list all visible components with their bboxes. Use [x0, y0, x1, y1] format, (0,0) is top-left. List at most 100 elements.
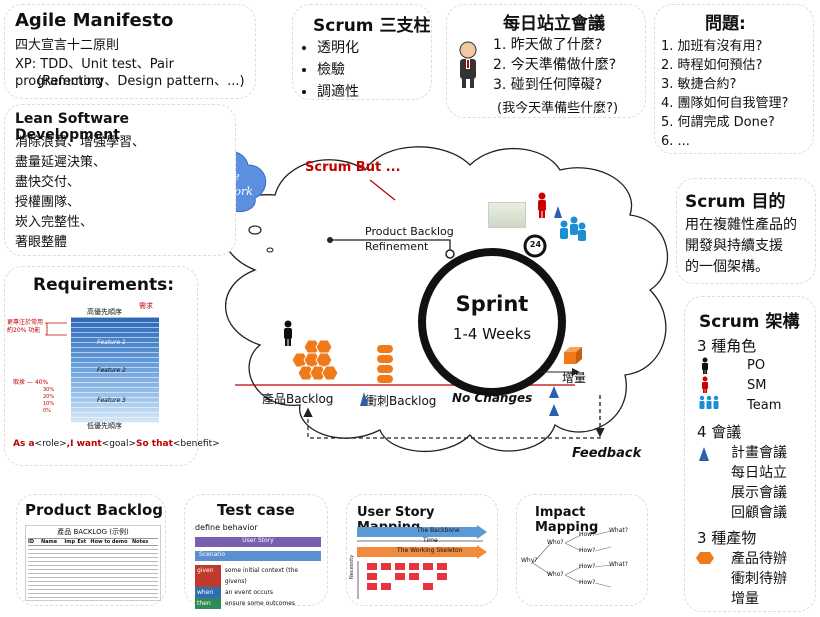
- standup-card: 每日站立會議 1. 昨天做了什麼? 2. 今天準備做什麼? 3. 碰到任何障礙?…: [446, 4, 646, 118]
- backlog-board-thumbnail: [488, 202, 526, 228]
- low-priority-label: 低優先順序: [87, 422, 122, 430]
- tradeoff-note: 取捨 — 40%: [13, 379, 49, 386]
- event-triangle-icons: [549, 386, 559, 416]
- im-what: What?: [609, 561, 628, 568]
- demand-label: 需求: [139, 302, 153, 310]
- agile-manifesto-card: Agile Manifesto 四大宣言十二原則 XP: TDD、Unit te…: [4, 4, 256, 99]
- im-who: Who?: [547, 539, 564, 546]
- testcase-title: Test case: [217, 501, 295, 519]
- im-how: How?: [579, 563, 596, 570]
- events-list: 計畫會議 每日站立 展示會議 回顧會議: [731, 445, 787, 521]
- impact-title: Impact Mapping: [535, 505, 599, 535]
- testcase-subtitle: define behavior: [195, 523, 258, 532]
- structure-title: Scrum 架構: [699, 312, 800, 332]
- question-item: 1. 加班有沒有用?: [661, 39, 763, 54]
- questions-title: 問題:: [705, 14, 746, 34]
- pillars-list: 透明化 檢驗 調適性: [297, 37, 359, 103]
- im-who: Who?: [547, 571, 564, 578]
- lean-card: Lean Software Development 消除浪費、增強學習、 盡量延…: [4, 104, 236, 256]
- question-item: 5. 何謂完成 Done?: [661, 115, 775, 130]
- product-backlog-hexagons: [291, 339, 339, 381]
- event-triangle-icon: [699, 447, 709, 461]
- pillar-item: 透明化: [317, 37, 359, 59]
- no-changes-label: No Changes: [452, 391, 533, 405]
- roles-title: 3 種角色: [697, 337, 757, 355]
- role-team: Team: [747, 398, 782, 413]
- events-title: 4 會議: [697, 423, 742, 441]
- pb-title: Product Backlog: [25, 501, 164, 519]
- lean-item: 盡量延遲決策、: [15, 155, 107, 170]
- purpose-card: Scrum 目的 用在複雜性產品的 開發與持續支援 的一個架構。: [676, 178, 816, 284]
- artifact-hexagon-icon: [696, 552, 714, 564]
- testcase-card: Test case define behavior User Story Sce…: [184, 494, 328, 609]
- usm-skeleton: The Working Skeleton: [397, 547, 463, 554]
- sprint-backlog-stack: [377, 345, 393, 383]
- role-sm: SM: [747, 378, 767, 393]
- questions-card: 問題: 1. 加班有沒有用? 2. 時程如何預估? 3. 敏捷合約? 4. 團隊…: [654, 4, 814, 154]
- product-backlog-label: 產品Backlog: [262, 392, 334, 406]
- lean-title: Lean Software Development: [15, 111, 129, 143]
- pct-labels: 30% 20% 10% 0%: [43, 387, 55, 414]
- question-item: 4. 團隊如何自我管理?: [661, 96, 789, 111]
- question-item: 2. 時程如何預估?: [661, 58, 763, 73]
- refinement-loop: [330, 239, 451, 250]
- requirements-title: Requirements:: [33, 275, 175, 295]
- requirements-card: Requirements: 需求 高優先順序 更專注於常用 約20% 功能 Fe…: [4, 266, 220, 466]
- im-how: How?: [579, 531, 596, 538]
- requirements-chart: 需求 高優先順序 更專注於常用 約20% 功能 Feature 1 Featur…: [7, 301, 195, 431]
- sprint-clock: [523, 234, 547, 258]
- focus-note: 更專注於常用 約20% 功能: [7, 319, 44, 334]
- enterprise-label: Enterprise Social Network: [167, 170, 253, 198]
- pb-table-thumbnail: 產品 BACKLOG (示例) ID Name Imp Est How to d…: [25, 525, 161, 601]
- role-po: PO: [747, 358, 766, 373]
- pillar-item: 調適性: [317, 81, 359, 103]
- sprint-backlog-label: 衝刺Backlog: [365, 394, 437, 408]
- impact-map-thumbnail: [532, 530, 612, 588]
- im-what: What?: [609, 527, 628, 534]
- agile-line1: 四大宣言十二原則: [15, 38, 120, 53]
- agile-line2: XP: TDD、Unit test、Pair programming: [15, 57, 174, 89]
- feature-label: Feature 3: [97, 397, 126, 404]
- artifacts-list: 產品待辦 衝刺待辦 增量: [731, 551, 787, 607]
- pillars-title: Scrum 三支柱: [313, 16, 431, 36]
- standup-item-3: 3. 碰到任何障礙?: [493, 77, 603, 93]
- lean-item: 崁入完整性、: [15, 215, 94, 230]
- scrum-but-slash: [369, 179, 396, 201]
- standup-item-2: 2. 今天準備做什麼?: [493, 57, 617, 73]
- standup-item-1: 1. 昨天做了什麼?: [493, 37, 603, 53]
- lean-item: 盡快交付、: [15, 175, 81, 190]
- increment-cube-icon: [564, 347, 582, 364]
- usm-necessity: Necessity: [349, 554, 355, 579]
- usm-card: User Story Mapping The Backbone Time The…: [346, 494, 498, 606]
- questions-list: 1. 加班有沒有用? 2. 時程如何預估? 3. 敏捷合約? 4. 團隊如何自我…: [661, 37, 788, 151]
- standup-note: (我今天準備些什麼?): [497, 101, 619, 116]
- question-item: 3. 敏捷合約?: [661, 77, 737, 92]
- pillars-card: Scrum 三支柱 透明化 檢驗 調適性: [292, 4, 432, 100]
- userstory-bar: User Story: [195, 537, 321, 547]
- increment-label: 增量: [562, 371, 587, 385]
- feature-label: Feature 2: [97, 367, 126, 374]
- pillar-item: 檢驗: [317, 59, 359, 81]
- artifacts-title: 3 種產物: [697, 529, 757, 547]
- clock-number: 24: [529, 240, 542, 249]
- pb-table-header: ID Name Imp Est How to demo Notes: [28, 538, 158, 546]
- requirements-bars: [45, 322, 67, 336]
- structure-card: Scrum 架構 3 種角色 PO SM Team 4 會議 計畫會議 每日站立…: [684, 296, 816, 612]
- person-icon: [459, 41, 477, 88]
- purpose-title: Scrum 目的: [685, 192, 786, 212]
- lean-item: 消除浪費、增強學習、: [15, 135, 146, 150]
- lean-list: 消除浪費、增強學習、 盡量延遲決策、 盡快交付、 授權團隊、 崁入完整性、 著眼…: [15, 133, 145, 253]
- usm-thumbnail: [357, 525, 487, 599]
- standup-title: 每日站立會議: [503, 14, 605, 34]
- sprint-title: Sprint: [455, 292, 529, 316]
- refinement-label: Product Backlog Refinement: [365, 225, 454, 253]
- thought-bubble: [248, 225, 262, 235]
- scenario-bar: Scenario: [195, 551, 321, 561]
- agile-title: Agile Manifesto: [15, 10, 174, 31]
- pb-card: Product Backlog 產品 BACKLOG (示例) ID Name …: [16, 494, 166, 606]
- feedback-label: Feedback: [572, 446, 642, 461]
- im-how: How?: [579, 547, 596, 554]
- usm-backbone: The Backbone: [417, 527, 460, 534]
- event-triangle-icon: [360, 392, 368, 406]
